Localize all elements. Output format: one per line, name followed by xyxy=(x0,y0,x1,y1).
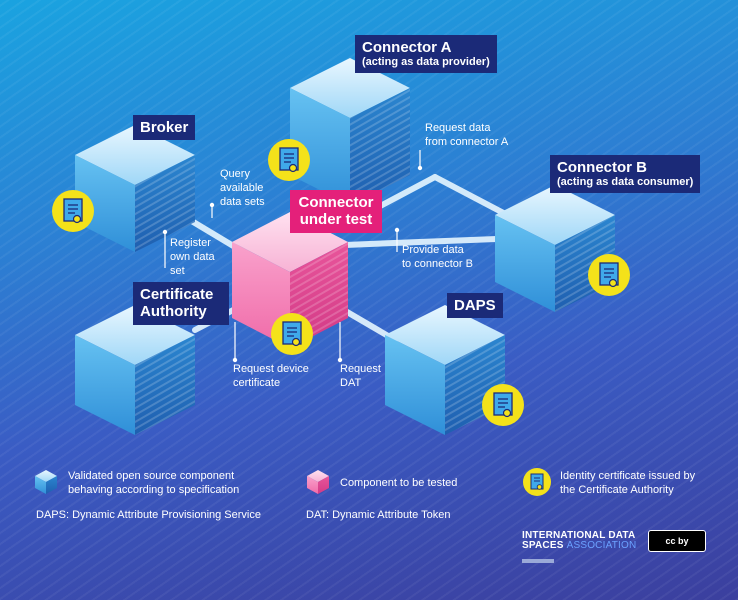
legend-certificate-icon xyxy=(523,468,551,496)
certificate-icon xyxy=(52,190,94,232)
connector-a-title: Connector A xyxy=(362,39,452,56)
connector-a-subtitle: (acting as data provider) xyxy=(362,56,490,69)
connector-b-subtitle: (acting as data consumer) xyxy=(557,176,694,189)
cube-connector-b xyxy=(495,185,615,312)
legend-blue-cube-icon xyxy=(35,470,57,494)
connector-under-test-title: Connector under test xyxy=(298,194,374,229)
daps-title: DAPS xyxy=(454,297,496,314)
certificate-icon xyxy=(588,254,630,296)
cube-certificate-authority xyxy=(75,305,195,435)
daps-label: DAPS xyxy=(447,293,503,319)
annotation-request-dat: Request DAT xyxy=(340,363,381,389)
logo-line2-assoc: ASSOCIATION xyxy=(566,540,637,551)
idsa-logo: INTERNATIONAL DATA SPACES ASSOCIATION xyxy=(522,531,636,551)
legend-validated-text: Validated open source component behaving… xyxy=(68,470,240,497)
logo-line2: SPACES xyxy=(522,540,564,551)
annotation-register: Register own data set xyxy=(170,237,215,277)
legend-certificate-text: Identity certificate issued by the Certi… xyxy=(560,470,696,497)
annotation-request-cert: Request device certificate xyxy=(233,363,309,389)
cc-license-badge: cc by xyxy=(648,530,706,552)
connector-a-label: Connector A (acting as data provider) xyxy=(355,35,497,73)
annotation-pointers xyxy=(164,150,421,360)
legend-daps-definition: DAPS: Dynamic Attribute Provisioning Ser… xyxy=(36,509,261,521)
annotation-query: Query available data sets xyxy=(220,168,265,208)
connector-b-label: Connector B (acting as data consumer) xyxy=(550,155,701,193)
broker-label: Broker xyxy=(133,115,196,141)
legend-to-test-text: Component to be tested xyxy=(340,477,458,489)
cube-connector-a xyxy=(290,58,410,205)
connector-b-title: Connector B xyxy=(557,159,647,176)
broker-title: Broker xyxy=(140,119,189,136)
annotation-provide: Provide data to connector B xyxy=(402,244,473,270)
legend-pink-cube-icon xyxy=(307,470,329,494)
annotation-request-data: Request data from connector A xyxy=(425,122,509,148)
connector-under-test-label: Connector under test xyxy=(290,190,382,233)
certificate-icon xyxy=(268,139,310,181)
logo-line1: INTERNATIONAL DATA xyxy=(522,530,636,541)
legend-dat-definition: DAT: Dynamic Attribute Token xyxy=(306,509,451,521)
certificate-icon xyxy=(271,313,313,355)
certificate-icon xyxy=(482,384,524,426)
cube-broker xyxy=(75,125,195,252)
line-provide-to-b xyxy=(342,235,523,248)
certificate-authority-title: Certificate Authority xyxy=(140,286,214,321)
logo-underline xyxy=(522,559,554,563)
certificate-authority-label: Certificate Authority xyxy=(133,282,229,325)
